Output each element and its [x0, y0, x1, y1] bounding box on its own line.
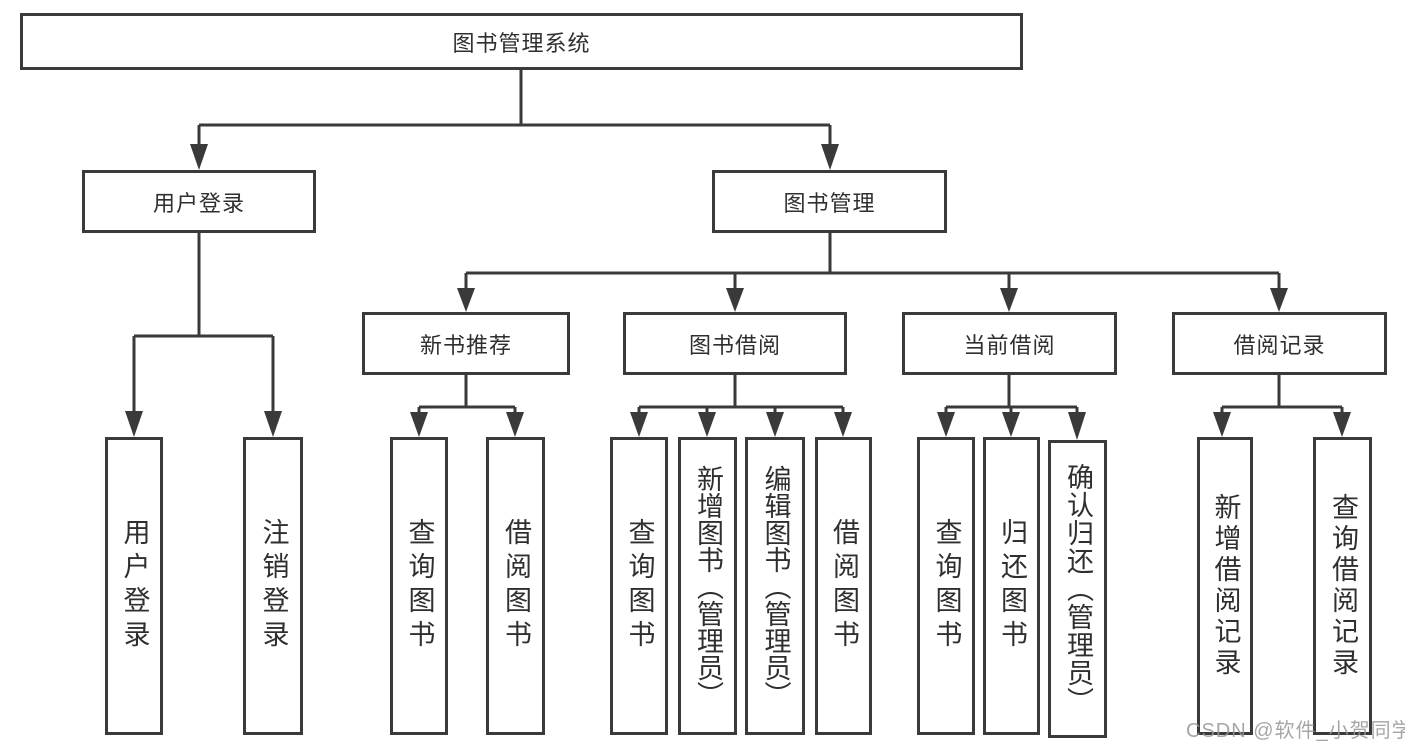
node-current-borrowing: 当前借阅 — [902, 312, 1117, 375]
leaf-return-books: 归还图书 — [983, 437, 1040, 735]
node-borrow-records: 借阅记录 — [1172, 312, 1387, 375]
node-book-borrowing: 图书借阅 — [623, 312, 847, 375]
connector-arrow — [264, 411, 282, 437]
leaf-return-books-label: 归还图书 — [997, 518, 1027, 654]
leaf-query-borrow-record-label: 查询借阅记录 — [1328, 493, 1358, 679]
leaf-add-borrow-record-label: 新增借阅记录 — [1210, 493, 1241, 679]
connector-book-management-to-level3 — [457, 233, 1288, 312]
leaf-borrow-books-borrowing-label: 借阅图书 — [829, 518, 859, 654]
connector-arrow — [766, 412, 784, 437]
connector-arrow — [457, 288, 475, 312]
connector-arrow — [410, 412, 428, 437]
leaf-query-books-current: 查询图书 — [917, 437, 975, 735]
connector-book-borrowing-to-leaves — [630, 375, 852, 437]
node-borrow-records-label: 借阅记录 — [1233, 332, 1326, 358]
leaf-edit-book-admin-label: 编辑图书（管理员） — [760, 464, 791, 708]
leaf-borrow-books-borrowing: 借阅图书 — [815, 437, 872, 735]
leaf-user-login-label: 用户登录 — [119, 518, 150, 654]
node-root: 图书管理系统 — [20, 13, 1023, 70]
node-book-management-label: 图书管理 — [783, 190, 876, 216]
connector-arrow — [125, 411, 143, 437]
connector-arrow — [698, 412, 716, 437]
node-current-borrowing-label: 当前借阅 — [963, 332, 1056, 358]
connector-arrow — [506, 412, 524, 437]
node-new-book-recommend: 新书推荐 — [362, 312, 570, 375]
node-root-label: 图书管理系统 — [452, 30, 591, 56]
leaf-logout: 注销登录 — [243, 437, 303, 735]
connector-arrow — [821, 144, 839, 170]
connector-arrow — [1333, 412, 1351, 437]
leaf-query-borrow-record: 查询借阅记录 — [1313, 437, 1372, 735]
leaf-user-login: 用户登录 — [105, 437, 163, 735]
node-new-book-recommend-label: 新书推荐 — [419, 332, 512, 358]
watermark: CSDN @软件_小贺同学 — [1186, 720, 1405, 742]
leaf-query-books-recommend: 查询图书 — [390, 437, 448, 735]
node-user-login-label: 用户登录 — [152, 190, 245, 216]
connector-arrow — [1002, 412, 1020, 437]
node-book-borrowing-label: 图书借阅 — [688, 332, 781, 358]
leaf-confirm-return-admin-label: 确认归还（管理员） — [1063, 463, 1093, 715]
connector-arrow — [190, 144, 208, 170]
leaf-query-books-borrowing-label: 查询图书 — [624, 518, 655, 654]
leaf-add-book-admin: 新增图书（管理员） — [678, 437, 737, 735]
leaf-add-book-admin-label: 新增图书（管理员） — [693, 464, 723, 708]
leaf-query-books-current-label: 查询图书 — [931, 518, 962, 654]
connector-arrow — [1270, 288, 1288, 312]
connector-new-book-recommend-to-leaves — [410, 375, 524, 437]
connector-arrow — [834, 412, 852, 437]
connector-arrow — [1068, 412, 1086, 440]
connector-arrow — [1213, 412, 1231, 437]
leaf-logout-label: 注销登录 — [258, 518, 289, 654]
leaf-query-books-recommend-label: 查询图书 — [404, 518, 435, 654]
connector-root-to-level2 — [190, 69, 839, 170]
leaf-add-borrow-record: 新增借阅记录 — [1197, 437, 1253, 735]
node-book-management: 图书管理 — [712, 170, 947, 233]
connector-arrow — [1000, 288, 1018, 312]
connector-borrow-records-to-leaves — [1213, 375, 1351, 437]
connector-arrow — [630, 412, 648, 437]
connector-arrow — [726, 288, 744, 312]
leaf-edit-book-admin: 编辑图书（管理员） — [745, 437, 805, 735]
leaf-confirm-return-admin: 确认归还（管理员） — [1048, 440, 1107, 738]
leaf-borrow-books-recommend: 借阅图书 — [486, 437, 545, 735]
connector-user-login-to-leaves — [125, 233, 282, 437]
leaf-borrow-books-recommend-label: 借阅图书 — [501, 518, 531, 654]
node-user-login: 用户登录 — [82, 170, 316, 233]
connector-arrow — [937, 412, 955, 437]
leaf-query-books-borrowing: 查询图书 — [610, 437, 668, 735]
connector-current-borrowing-to-leaves — [937, 375, 1086, 440]
